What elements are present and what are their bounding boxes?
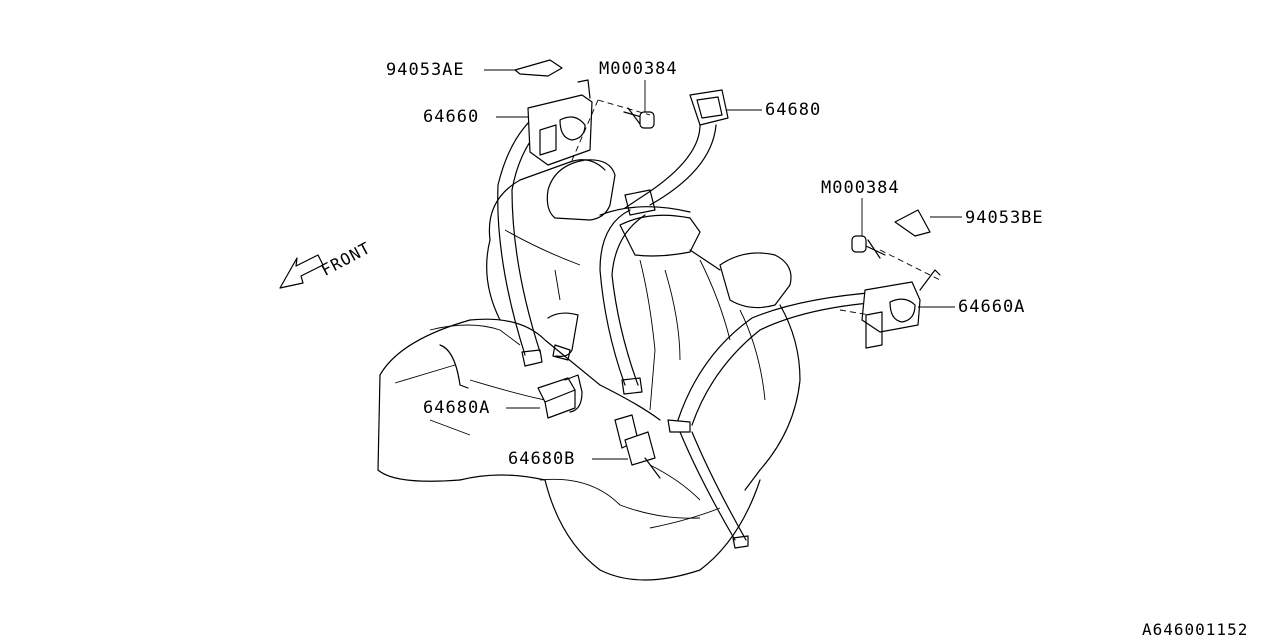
left-bolt-icon xyxy=(569,99,655,166)
label-94053be: 94053BE xyxy=(965,208,1044,228)
leader-lines xyxy=(484,69,962,460)
right-trim-cover xyxy=(894,209,931,237)
right-belt-webbing xyxy=(667,291,881,549)
buckle-64680a xyxy=(439,344,583,419)
left-trim-cover xyxy=(514,59,563,77)
label-64660: 64660 xyxy=(423,107,480,127)
seat-back xyxy=(486,159,801,491)
label-64660a: 64660A xyxy=(958,297,1026,317)
diagram-code: A646001152 xyxy=(1142,620,1249,639)
right-bolt-icon xyxy=(851,235,886,259)
buckle-64680b xyxy=(614,414,661,479)
label-64680a: 64680A xyxy=(423,398,491,418)
label-m000384-left: M000384 xyxy=(599,59,678,79)
front-arrow-icon xyxy=(279,254,324,289)
left-retractor xyxy=(527,79,593,166)
label-64680: 64680 xyxy=(765,100,822,120)
label-64680b: 64680B xyxy=(508,449,576,469)
label-m000384-right: M000384 xyxy=(821,178,900,198)
label-94053ae: 94053AE xyxy=(386,60,465,80)
seat-cushion xyxy=(377,318,761,581)
right-retractor xyxy=(839,249,941,349)
center-belt xyxy=(599,89,729,395)
